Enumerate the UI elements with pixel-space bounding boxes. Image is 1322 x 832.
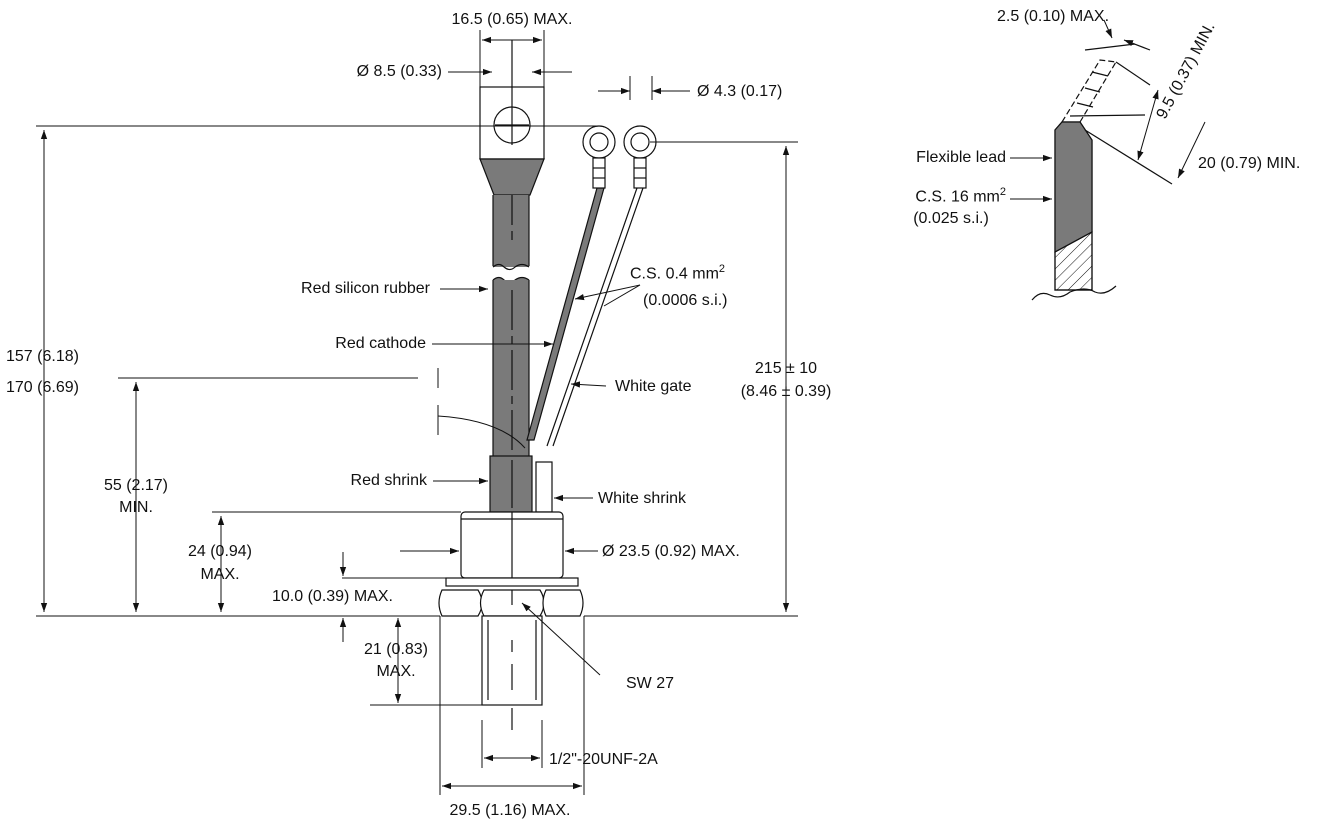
- cs-small-exponent: 2: [718, 263, 726, 275]
- top-lug: [479, 40, 545, 160]
- gate-leads: [526, 125, 657, 447]
- lead-length-mm-label: 215 ± 10: [754, 360, 818, 377]
- dimension-arrows: [40, 36, 790, 790]
- red-cathode-label: Red cathode: [335, 335, 426, 352]
- red-silicon-rubber-label: Red silicon rubber: [301, 280, 430, 297]
- red-shrink-label: Red shrink: [350, 472, 427, 489]
- width-bottom-label: 29.5 (1.16) MAX.: [449, 802, 571, 819]
- hole-dia-label: Ø 8.5 (0.33): [356, 63, 442, 80]
- top-width-label: 16.5 (0.65) MAX.: [451, 11, 573, 28]
- lug-ferrule: [479, 158, 545, 196]
- detail-20-label: 20 (0.79) MIN.: [1198, 155, 1301, 172]
- cs-large-exponent: 2: [999, 186, 1006, 198]
- red-shrink: [489, 455, 533, 513]
- white-shrink-label: White shrink: [598, 490, 687, 507]
- height-157-label: 157 (6.18): [6, 348, 79, 365]
- white-shrink: [535, 461, 553, 513]
- h24-suffix: MAX.: [200, 566, 240, 583]
- lead-end-detail: [1010, 19, 1206, 301]
- min55-suffix: MIN.: [119, 499, 153, 516]
- cs-large-label: C.S. 16 mm2: [880, 187, 1006, 205]
- threaded-stud: [481, 615, 543, 730]
- h24-label: 24 (0.94): [187, 543, 253, 560]
- detail-25-label: 2.5 (0.10) MAX.: [997, 8, 1110, 25]
- height-170-label: 170 (6.69): [6, 379, 79, 396]
- thread-label: 1/2"-20UNF-2A: [549, 751, 658, 768]
- ring-dia-label: Ø 4.3 (0.17): [697, 83, 783, 100]
- min55-label: 55 (2.17): [103, 477, 169, 494]
- cs-small-si-label: (0.0006 s.i.): [643, 292, 728, 309]
- cs-small-text: C.S. 0.4 mm: [630, 265, 719, 283]
- hex-nut: [438, 589, 584, 617]
- case-body: [445, 511, 579, 587]
- white-gate-label: White gate: [615, 378, 692, 395]
- body-dia-label: Ø 23.5 (0.92) MAX.: [602, 543, 740, 560]
- detail-95-label: 9.5 (0.37) MIN.: [1154, 20, 1219, 122]
- main-lead: [492, 195, 530, 456]
- sw-label: SW 27: [626, 675, 675, 692]
- cs-small-label: C.S. 0.4 mm2: [630, 264, 725, 282]
- cs-large-si-label: (0.025 s.i.): [913, 210, 989, 227]
- h21-suffix: MAX.: [376, 663, 416, 680]
- cs-large-text: C.S. 16 mm: [915, 188, 1000, 206]
- h10-label: 10.0 (0.39) MAX.: [272, 588, 393, 605]
- h21-label: 21 (0.83): [363, 641, 429, 658]
- lead-length-in-label: (8.46 ± 0.39): [740, 383, 832, 400]
- extension-lines: [36, 30, 798, 795]
- flexible-lead-label: Flexible lead: [916, 149, 1006, 166]
